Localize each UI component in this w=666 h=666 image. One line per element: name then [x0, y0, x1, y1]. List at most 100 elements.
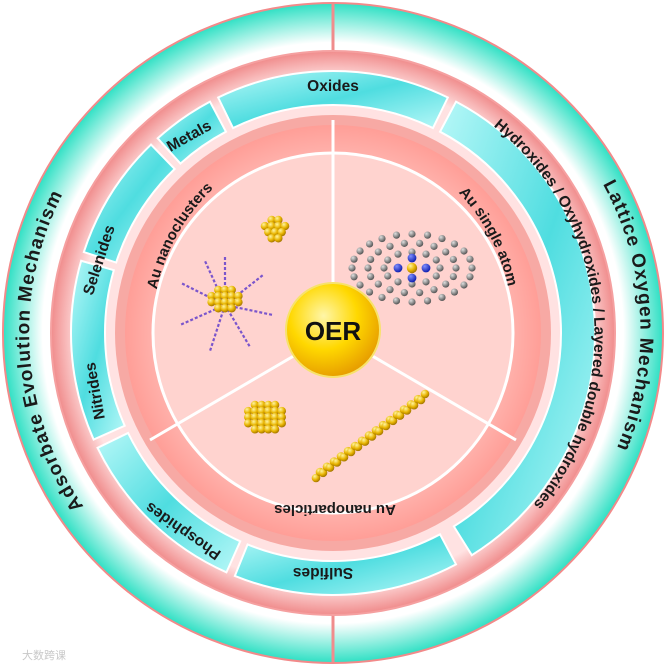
center-circle	[285, 282, 381, 378]
graphene-carbon	[386, 286, 394, 294]
gold-cluster-ligated	[207, 297, 216, 307]
graphene-carbon	[394, 250, 402, 258]
gold-cluster-large	[250, 400, 260, 410]
graphene-carbon	[423, 297, 432, 305]
nitrogen-atom	[393, 263, 403, 273]
graphene-carbon	[408, 298, 416, 306]
gold-cluster-large	[257, 406, 266, 416]
graphene-carbon	[449, 255, 457, 264]
material-ring	[70, 70, 596, 596]
gold-cluster-large	[277, 419, 286, 428]
graphene-carbon	[400, 289, 408, 297]
material-segment-metals	[156, 100, 228, 165]
gold-cluster-ligated	[220, 304, 230, 313]
graphene-carbon	[400, 239, 408, 247]
gold-cluster-small	[274, 234, 283, 243]
graphene-carbon	[468, 264, 476, 272]
material-oxides: Oxides	[307, 78, 359, 95]
gold-cluster-large	[257, 419, 266, 428]
gold-cluster-large	[264, 400, 273, 410]
graphene-carbon	[416, 239, 424, 247]
material-segment-phosphides	[96, 431, 242, 574]
gold-cluster-large	[270, 425, 280, 434]
graphene-carbon	[432, 272, 440, 280]
graphene-carbon	[364, 264, 372, 272]
graphene-carbon	[408, 280, 416, 288]
material-segment-sulfides	[233, 532, 458, 596]
gold-cluster-small	[274, 215, 283, 225]
graphene-carbon	[450, 240, 459, 248]
nitrogen-atom	[421, 263, 431, 273]
watermark: 大数跨课	[22, 648, 66, 662]
gold-cluster-large	[244, 412, 253, 422]
gold-cluster-large	[250, 419, 260, 428]
gold-cluster-ligated	[214, 304, 223, 313]
gold-cluster-ligated	[234, 297, 243, 307]
gold-cluster-small	[267, 215, 276, 225]
gold-cluster-ligated	[227, 291, 236, 301]
graphene-carbon	[416, 289, 424, 297]
graphene-carbon	[365, 288, 374, 296]
graphene-carbon	[442, 248, 450, 256]
graphene-carbon	[367, 272, 375, 281]
graphene-carbon	[394, 278, 402, 286]
gold-cluster-ligated	[207, 291, 216, 301]
graphene-carbon	[450, 288, 459, 296]
graphene-carbon	[430, 286, 438, 294]
gold-cluster-large	[264, 419, 273, 428]
gold-cluster-large	[257, 425, 266, 434]
gold-cluster-large	[244, 419, 253, 428]
graphene-carbon	[430, 242, 438, 250]
graphene-carbon	[374, 280, 382, 288]
graphene-carbon	[449, 272, 457, 281]
gold-cluster-small	[267, 234, 276, 243]
gold-cluster-ligated	[220, 297, 230, 307]
sector-label-nanoparticles: Au nanoparticles	[274, 501, 396, 518]
graphene-carbon	[460, 247, 468, 255]
gold-cluster-ligated	[220, 291, 230, 301]
material-sulfides: Sulfides	[293, 564, 353, 581]
gold-cluster-large	[277, 406, 286, 416]
graphene-carbon	[356, 247, 364, 255]
gold-cluster-ligated	[227, 297, 236, 307]
gold-cluster-large	[264, 412, 273, 422]
gold-cluster-large	[270, 400, 280, 410]
graphene-carbon	[356, 281, 364, 289]
graphene-carbon	[365, 240, 374, 248]
graphene-carbon	[408, 248, 416, 256]
graphene-carbon	[384, 256, 392, 264]
material-segment-oxides	[216, 70, 450, 130]
graphene-carbon	[348, 264, 356, 272]
graphene-carbon	[436, 264, 444, 272]
gold-cluster-large	[257, 412, 266, 422]
gold-cluster-ligated	[227, 304, 236, 313]
graphene-carbon	[466, 255, 474, 263]
material-segment-nitrides	[70, 259, 127, 441]
gold-cluster-large	[270, 412, 280, 422]
single-gold-atom	[406, 262, 418, 274]
graphene-carbon	[392, 297, 401, 305]
gold-cluster-ligated	[234, 291, 243, 301]
graphene-carbon	[374, 248, 382, 256]
gold-cluster-large	[270, 406, 280, 416]
graphene-carbon	[438, 293, 446, 302]
gold-cluster-large	[277, 412, 286, 422]
gold-cluster-ligated	[214, 297, 223, 307]
graphene-carbon	[422, 250, 430, 258]
nitrogen-atom	[407, 253, 417, 263]
graphene-carbon	[384, 272, 392, 280]
gold-nanoparticle-chain	[420, 389, 430, 399]
graphene-carbon	[442, 280, 450, 288]
graphene-carbon	[392, 231, 401, 239]
gold-cluster-ligated	[227, 285, 236, 295]
graphene-carbon	[367, 255, 375, 264]
gold-cluster-large	[250, 406, 260, 416]
material-segment-selenides	[82, 143, 177, 264]
gold-cluster-large	[270, 419, 280, 428]
graphene-carbon	[378, 293, 386, 302]
center-label: OER	[305, 316, 362, 346]
gold-cluster-ligated	[220, 285, 230, 295]
nitrogen-atom	[407, 273, 417, 283]
graphene-carbon	[466, 273, 474, 281]
graphene-carbon	[432, 256, 440, 264]
